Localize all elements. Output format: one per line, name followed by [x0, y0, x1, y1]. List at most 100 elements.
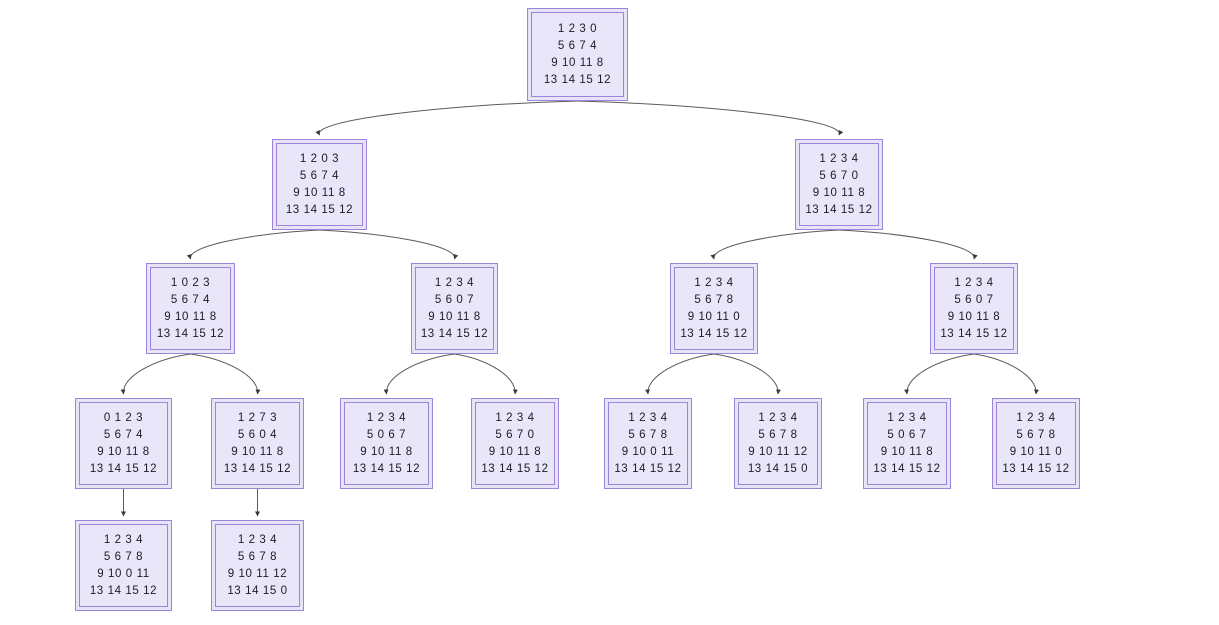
tree-edge [973, 353, 1039, 395]
node-board: 1 2 3 4 5 6 0 7 9 10 11 8 13 14 15 12 [415, 267, 494, 350]
tree-edge [645, 353, 715, 395]
board-row: 5 6 7 4 [557, 39, 598, 52]
tree-edge [186, 229, 320, 260]
board-row: 13 14 15 12 [89, 462, 158, 475]
board-row: 1 2 3 4 [954, 276, 994, 289]
tree-node[interactable]: 1 2 3 4 5 0 6 7 9 10 11 8 13 14 15 12 [340, 398, 433, 489]
board-row: 9 10 11 8 [812, 186, 866, 199]
board-row: 5 6 0 7 [954, 293, 994, 306]
tree-edge [454, 353, 518, 395]
board-row: 1 2 3 4 [1016, 411, 1056, 424]
tree-edge [710, 229, 840, 260]
tree-edge [319, 229, 459, 260]
tree-edge [190, 353, 261, 395]
tree-edge [383, 353, 455, 395]
board-row: 5 6 7 8 [758, 428, 798, 441]
board-row: 1 2 3 4 [103, 533, 144, 546]
board-row: 13 14 15 12 [223, 462, 292, 475]
tree-node[interactable]: 1 2 3 4 5 6 7 0 9 10 11 8 13 14 15 12 [795, 139, 883, 230]
board-row: 9 10 0 11 [97, 567, 150, 580]
tree-node[interactable]: 1 2 3 4 5 6 7 8 9 10 11 0 13 14 15 12 [670, 263, 758, 354]
node-board: 1 2 3 4 5 6 7 8 9 10 11 0 13 14 15 12 [674, 267, 754, 350]
board-row: 5 6 7 8 [628, 428, 668, 441]
board-row: 13 14 15 0 [227, 584, 288, 597]
board-row: 1 0 2 3 [170, 276, 211, 289]
board-row: 5 6 7 0 [819, 169, 859, 182]
tree-node[interactable]: 1 2 3 4 5 6 7 8 9 10 11 0 13 14 15 12 [992, 398, 1080, 489]
board-row: 5 6 7 8 [103, 550, 144, 563]
board-row: 13 14 15 12 [680, 327, 748, 340]
board-row: 13 14 15 12 [543, 73, 612, 86]
node-board: 1 2 3 4 5 6 7 8 9 10 11 12 13 14 15 0 [738, 402, 818, 485]
board-row: 13 14 15 12 [873, 462, 941, 475]
board-row: 5 0 6 7 [887, 428, 927, 441]
board-row: 5 0 6 7 [366, 428, 407, 441]
board-row: 5 6 0 4 [237, 428, 278, 441]
node-board: 1 2 7 3 5 6 0 4 9 10 11 8 13 14 15 12 [215, 402, 300, 485]
board-row: 9 10 11 8 [428, 310, 481, 323]
node-board: 1 2 3 4 5 6 7 0 9 10 11 8 13 14 15 12 [799, 143, 879, 226]
tree-edge [315, 100, 578, 136]
board-row: 9 10 11 12 [748, 445, 808, 458]
tree-node[interactable]: 1 2 3 4 5 6 0 7 9 10 11 8 13 14 15 12 [411, 263, 498, 354]
board-row: 13 14 15 12 [352, 462, 421, 475]
board-row: 5 6 7 0 [495, 428, 535, 441]
board-row: 9 10 11 8 [97, 445, 150, 458]
board-row: 0 1 2 3 [103, 411, 144, 424]
board-row: 5 6 7 4 [170, 293, 211, 306]
board-row: 5 6 7 8 [1016, 428, 1056, 441]
board-row: 5 6 7 8 [694, 293, 734, 306]
board-row: 1 2 3 4 [758, 411, 798, 424]
board-row: 1 2 3 4 [366, 411, 407, 424]
tree-node[interactable]: 1 2 3 4 5 6 7 8 9 10 11 12 13 14 15 0 [734, 398, 822, 489]
tree-node[interactable]: 1 2 3 4 5 6 7 8 9 10 0 11 13 14 15 12 [75, 520, 172, 611]
board-row: 5 6 0 7 [434, 293, 475, 306]
board-row: 1 2 3 4 [819, 152, 859, 165]
board-row: 1 2 3 4 [628, 411, 668, 424]
node-board: 1 2 3 4 5 6 7 8 9 10 0 11 13 14 15 12 [79, 524, 168, 607]
board-row: 9 10 11 8 [293, 186, 346, 199]
board-row: 5 6 7 4 [299, 169, 340, 182]
board-row: 13 14 15 12 [420, 327, 489, 340]
board-row: 9 10 11 8 [231, 445, 284, 458]
board-row: 9 10 11 0 [687, 310, 741, 323]
board-row: 13 14 15 0 [747, 462, 809, 475]
board-row: 13 14 15 12 [805, 203, 873, 216]
board-row: 9 10 11 8 [551, 56, 604, 69]
board-row: 1 2 7 3 [237, 411, 278, 424]
board-row: 1 2 0 3 [299, 152, 340, 165]
board-row: 1 2 3 4 [887, 411, 927, 424]
tree-edge [904, 353, 975, 395]
tree-node[interactable]: 1 2 7 3 5 6 0 4 9 10 11 8 13 14 15 12 [211, 398, 304, 489]
board-row: 9 10 11 8 [488, 445, 542, 458]
board-row: 1 2 3 4 [694, 276, 734, 289]
board-row: 13 14 15 12 [89, 584, 158, 597]
board-row: 13 14 15 12 [614, 462, 682, 475]
board-row: 1 2 3 4 [237, 533, 278, 546]
tree-node[interactable]: 1 2 3 4 5 0 6 7 9 10 11 8 13 14 15 12 [863, 398, 951, 489]
board-row: 9 10 11 8 [360, 445, 413, 458]
board-row: 1 2 3 4 [434, 276, 475, 289]
board-row: 13 14 15 12 [1002, 462, 1070, 475]
board-row: 9 10 11 8 [880, 445, 934, 458]
node-board: 1 2 3 4 5 6 7 8 9 10 11 0 13 14 15 12 [996, 402, 1076, 485]
tree-edge [713, 353, 781, 395]
tree-edge [577, 100, 844, 136]
board-row: 9 10 11 0 [1009, 445, 1063, 458]
